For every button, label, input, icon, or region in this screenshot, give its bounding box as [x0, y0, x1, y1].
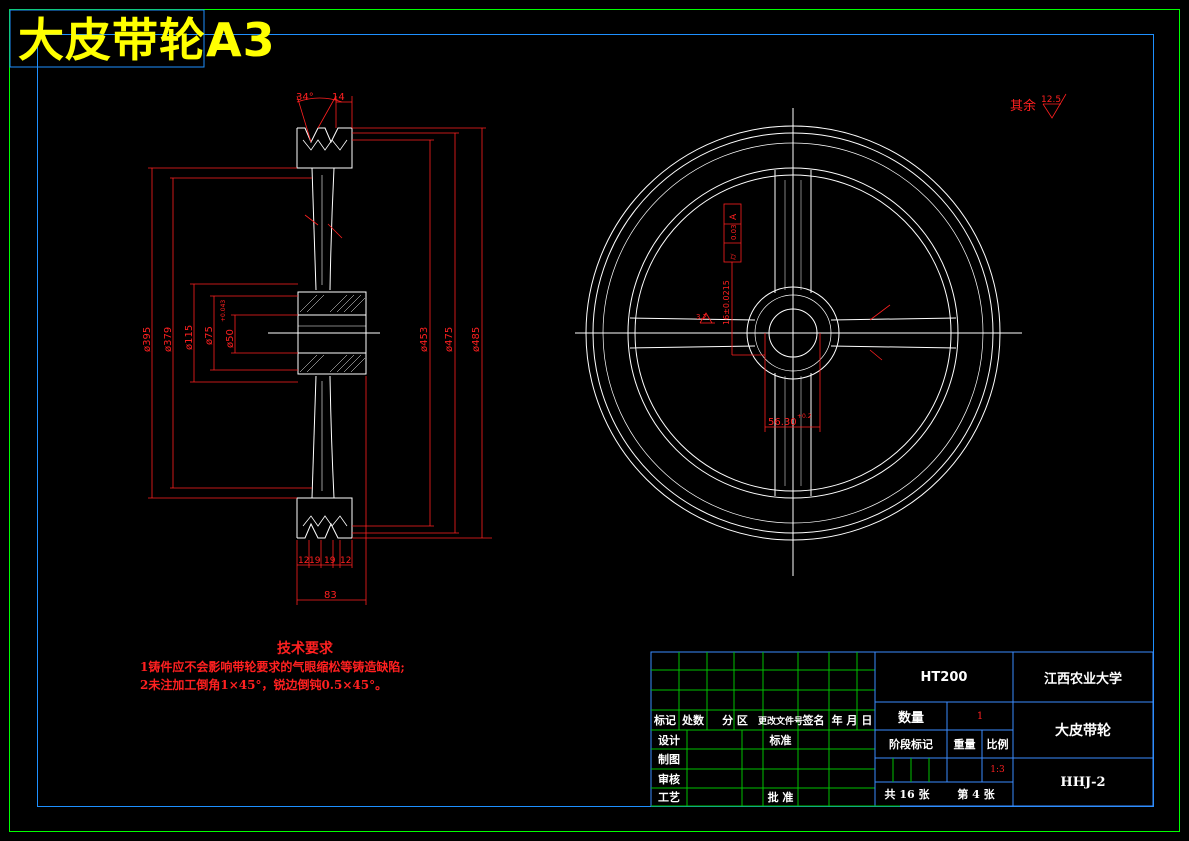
- standard-label: 标准: [769, 733, 792, 747]
- keyway-dim: 16±0.0215: [722, 280, 731, 325]
- part-name-cell: 大皮带轮: [1055, 723, 1111, 739]
- tech-req-item-1: 1铸件应不会影响带轮要求的气眼缩松等铸造缺陷;: [140, 660, 405, 674]
- tech-req-item-2: 2未注加工倒角1×45°，锐边倒钝0.5×45°。: [140, 678, 388, 692]
- review-label: 审核: [658, 772, 680, 786]
- draw-label: 制图: [658, 753, 680, 766]
- drawing-number-cell: HHJ-2: [1060, 774, 1106, 790]
- sheet-number: 第 4 张: [957, 788, 995, 801]
- inner-frame: [37, 34, 1154, 807]
- title-underline-box: [9, 9, 205, 68]
- dim-d50: ø50: [225, 329, 236, 348]
- tolerance-symbol: ⌭: [729, 253, 739, 260]
- front-dimension-lines: [699, 93, 1067, 432]
- tolerance-value: 0.03: [730, 224, 738, 240]
- dim-total-width: 83: [324, 590, 337, 601]
- roughness-value-small: 3.2: [696, 313, 707, 321]
- dim-d75: ø75: [204, 326, 215, 345]
- rev-header-mark: 标记: [654, 714, 676, 727]
- scale-label: 比例: [986, 738, 1009, 751]
- dim-seg-3: 19: [324, 556, 336, 566]
- groove-width-label: 14: [332, 92, 345, 103]
- scale-value: 1:3: [990, 765, 1005, 775]
- surface-note-label: 其余: [1010, 98, 1036, 114]
- groove-angle-label: 34°: [296, 92, 314, 103]
- weight-label: 重量: [953, 738, 976, 751]
- rev-header-count: 处数: [682, 714, 704, 727]
- rev-header-date: 年 月 日: [831, 714, 873, 727]
- tech-req-heading: 技术要求: [277, 641, 333, 657]
- dim-d115: ø115: [184, 325, 195, 350]
- technical-requirements: 技术要求 1铸件应不会影响带轮要求的气眼缩松等铸造缺陷; 2未注加工倒角1×45…: [140, 640, 470, 694]
- university-cell: 江西农业大学: [1043, 671, 1122, 687]
- rev-header-docno: 更改文件号: [758, 716, 804, 727]
- rev-header-zone: 分 区: [722, 714, 748, 727]
- dim-d395: ø395: [142, 327, 153, 352]
- tolerance-frame: [723, 203, 742, 263]
- surface-note-value: 12.5: [1041, 95, 1061, 105]
- sheets-total: 共 16 张: [884, 788, 930, 801]
- tolerance-datum: A: [729, 213, 739, 220]
- design-label: 设计: [658, 733, 680, 747]
- dim-d485: ø485: [471, 327, 482, 352]
- front-view: [575, 108, 1022, 576]
- section-view: [268, 127, 380, 539]
- rev-header-sign: 签名: [802, 714, 825, 727]
- dim-d453: ø453: [419, 327, 430, 352]
- dim-seg-4: 12: [340, 556, 351, 566]
- quantity-value: 1: [976, 710, 984, 722]
- section-dimension-lines: [148, 95, 492, 605]
- outer-border: [9, 9, 1180, 832]
- title-block-grid: [650, 651, 1154, 807]
- dim-d50-tolerance: +0.043: [220, 300, 227, 322]
- hub-depth-tolerance: +0.2: [797, 413, 812, 420]
- dim-seg-1: 12: [298, 556, 309, 566]
- drawing-title: 大皮带轮A3: [18, 13, 276, 67]
- process-label: 工艺: [658, 791, 680, 804]
- quantity-label: 数量: [897, 710, 924, 726]
- dim-seg-2: 19: [309, 556, 321, 566]
- approve-label: 批 准: [767, 791, 794, 804]
- material-cell: HT200: [920, 669, 968, 685]
- stage-label: 阶段标记: [889, 738, 933, 751]
- dim-d475: ø475: [444, 327, 455, 352]
- dim-d379: ø379: [163, 327, 174, 352]
- hub-depth-dim: 56.30: [768, 417, 797, 428]
